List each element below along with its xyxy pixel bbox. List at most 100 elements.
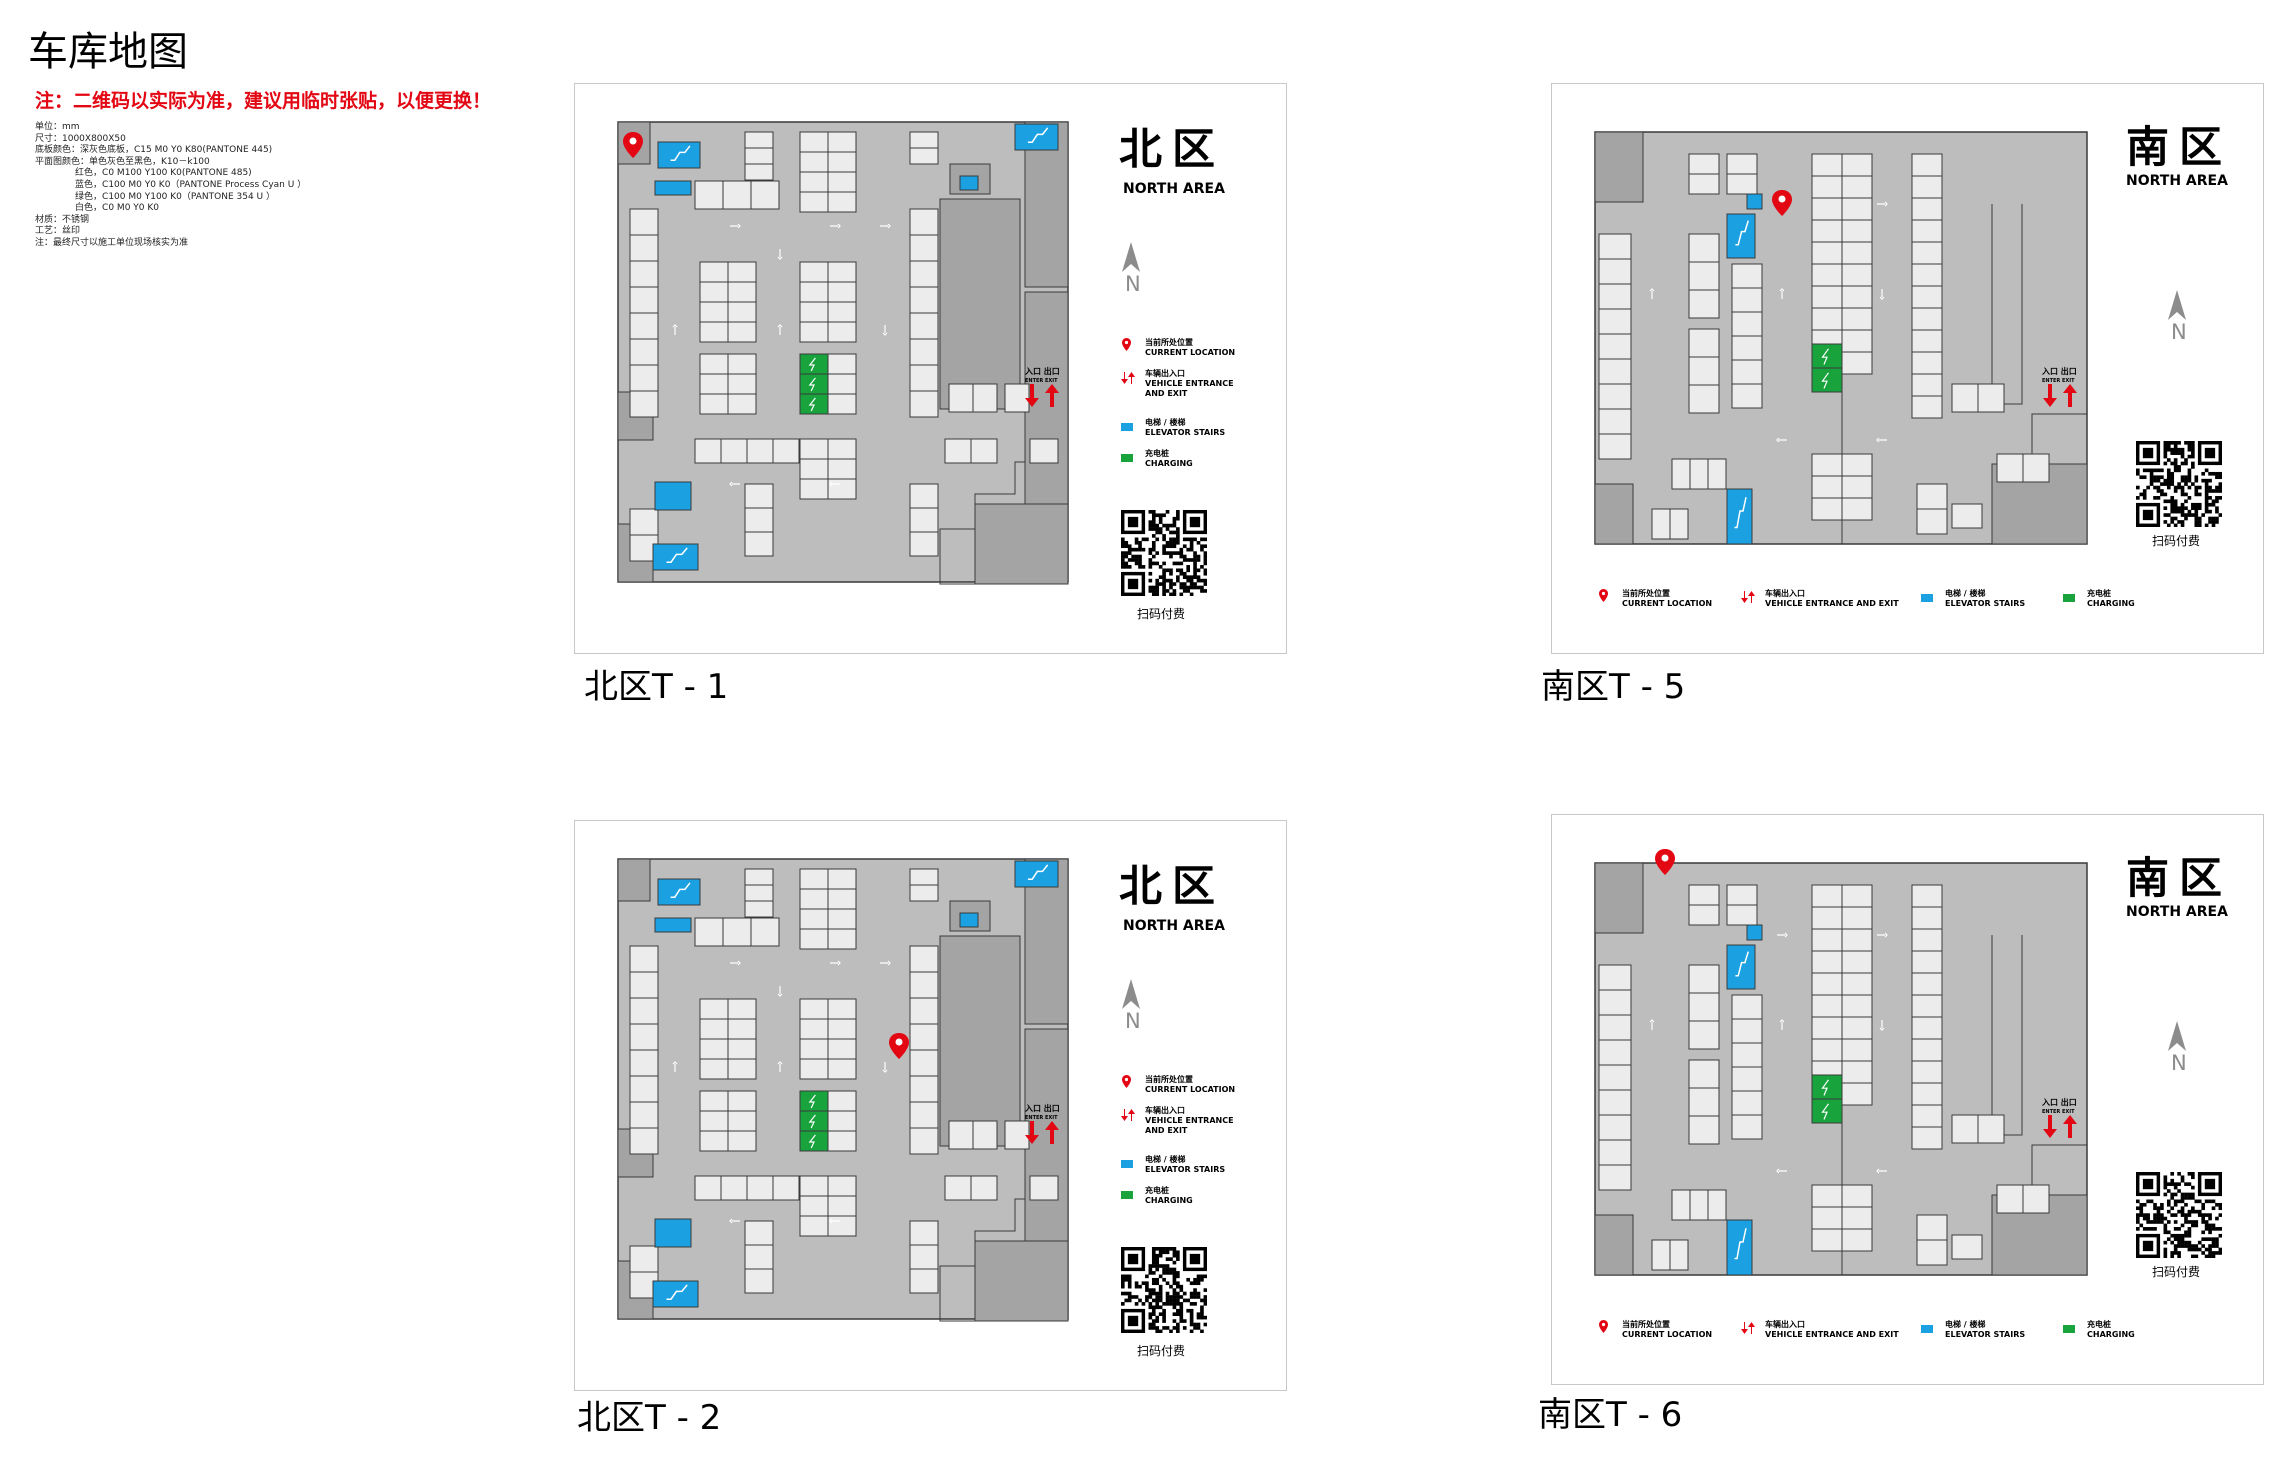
qr-module: [2136, 1227, 2140, 1231]
entrance-label: 入口 出口: [2041, 366, 2077, 376]
qr-module: [2197, 523, 2202, 527]
qr-module: [2180, 1206, 2185, 1211]
entrance-label: 入口 出口: [1024, 366, 1060, 376]
qr-finder-core: [1189, 516, 1201, 528]
charging-swatch: [2063, 594, 2075, 602]
qr-label: 扫码付费: [2152, 1265, 2201, 1279]
qr-module: [2215, 509, 2219, 514]
qr-module: [1127, 544, 1132, 549]
qr-module: [1172, 530, 1177, 535]
zone-title-en: NORTH AREA: [2126, 173, 2228, 189]
qr-module: [1203, 1315, 1207, 1320]
qr-module: [1165, 1247, 1170, 1251]
zone-title-cn: 南区: [2126, 854, 2232, 904]
qr-module: [1169, 554, 1173, 559]
qr-module: [2173, 1213, 2178, 1217]
qr-module: [2208, 496, 2212, 500]
qr-module: [1121, 1274, 1125, 1279]
qr-module: [2184, 1216, 2188, 1221]
qr-module: [1145, 1295, 1149, 1299]
direction-arrow: [672, 1061, 678, 1072]
qr-module: [2163, 1178, 2168, 1183]
qr-module: [1200, 1298, 1204, 1303]
qr-module: [2166, 478, 2171, 483]
qr-module: [1151, 1247, 1156, 1251]
qr-module: [2170, 471, 2175, 476]
parking-stall: [629, 338, 659, 366]
qr-module: [1169, 540, 1173, 545]
qr-module: [1179, 1312, 1184, 1316]
qr-module: [1172, 551, 1177, 555]
qr-module: [1148, 1326, 1153, 1330]
qr-module: [1151, 527, 1156, 531]
qr-module: [2204, 489, 2209, 493]
parking-stall: [1689, 1189, 1709, 1221]
pin-dot: [895, 1038, 903, 1046]
charging-icon: [799, 1090, 829, 1112]
qr-module: [2163, 482, 2168, 486]
qr-module: [2166, 482, 2171, 486]
qr-code-icon[interactable]: [2136, 1172, 2222, 1258]
zone-title-cn: 北区: [1119, 125, 1225, 175]
qr-module: [2208, 489, 2212, 493]
qr-module: [1182, 589, 1187, 593]
exit-arrow-icon: [2063, 1115, 2077, 1138]
legend-charging-cn: 充电桩: [1145, 449, 1169, 458]
parking-stall: [1916, 483, 1948, 510]
qr-module: [2204, 1237, 2209, 1241]
parking-stall: [744, 884, 774, 902]
parking-stall: [629, 260, 659, 288]
qr-module: [2163, 506, 2168, 510]
qr-module: [2180, 475, 2185, 480]
legend-current-cn: 当前所处位置: [1145, 1075, 1193, 1084]
parking-stall: [1811, 1038, 1843, 1062]
qr-module: [1121, 540, 1125, 545]
direction-arrow: [1779, 1019, 1785, 1030]
entrance-exit-icon: [1121, 1109, 1135, 1121]
qr-module: [2160, 1202, 2164, 1207]
qr-module: [2194, 506, 2199, 510]
spec-line: 白色，C0 M0 Y0 K0: [35, 203, 159, 214]
exit-arrow-icon: [1045, 384, 1059, 407]
qr-module: [1131, 1295, 1135, 1299]
qr-module: [2204, 496, 2209, 500]
qr-module: [1155, 513, 1160, 518]
parking-stall: [909, 338, 939, 366]
qr-module: [2194, 509, 2199, 514]
qr-module: [1196, 575, 1201, 579]
qr-module: [1200, 1312, 1204, 1316]
qr-module: [2177, 1237, 2181, 1241]
qr-module: [1169, 1295, 1173, 1299]
qr-module: [1162, 1267, 1166, 1272]
parking-stall: [827, 928, 857, 950]
legend-charging-cn: 充电桩: [2087, 1320, 2111, 1329]
qr-module: [2191, 447, 2195, 452]
qr-module: [2173, 1202, 2178, 1207]
parking-stall: [827, 321, 857, 343]
qr-module: [1162, 1264, 1166, 1268]
qr-module: [2173, 468, 2178, 473]
bolt-glyph: [808, 397, 816, 412]
qr-module: [1193, 575, 1197, 579]
parking-stall: [1841, 1060, 1873, 1084]
qr-code-icon[interactable]: [1121, 1247, 1207, 1333]
qr-code-icon[interactable]: [1121, 510, 1207, 596]
parking-stall: [629, 390, 659, 418]
qr-module: [1148, 510, 1153, 514]
qr-module: [2215, 1244, 2219, 1248]
qr-module: [2139, 492, 2144, 497]
parking-stall: [799, 281, 829, 303]
parking-stall: [909, 234, 939, 262]
qr-module: [1145, 537, 1149, 542]
qr-code-icon[interactable]: [2136, 441, 2222, 527]
qr-module: [1203, 1322, 1207, 1327]
qr-module: [2136, 468, 2140, 473]
qr-module: [1162, 1315, 1166, 1320]
qr-module: [1176, 527, 1180, 531]
qr-module: [2208, 520, 2212, 524]
qr-module: [1158, 1247, 1163, 1251]
qr-module: [1182, 1319, 1187, 1323]
qr-module: [2208, 1223, 2212, 1228]
